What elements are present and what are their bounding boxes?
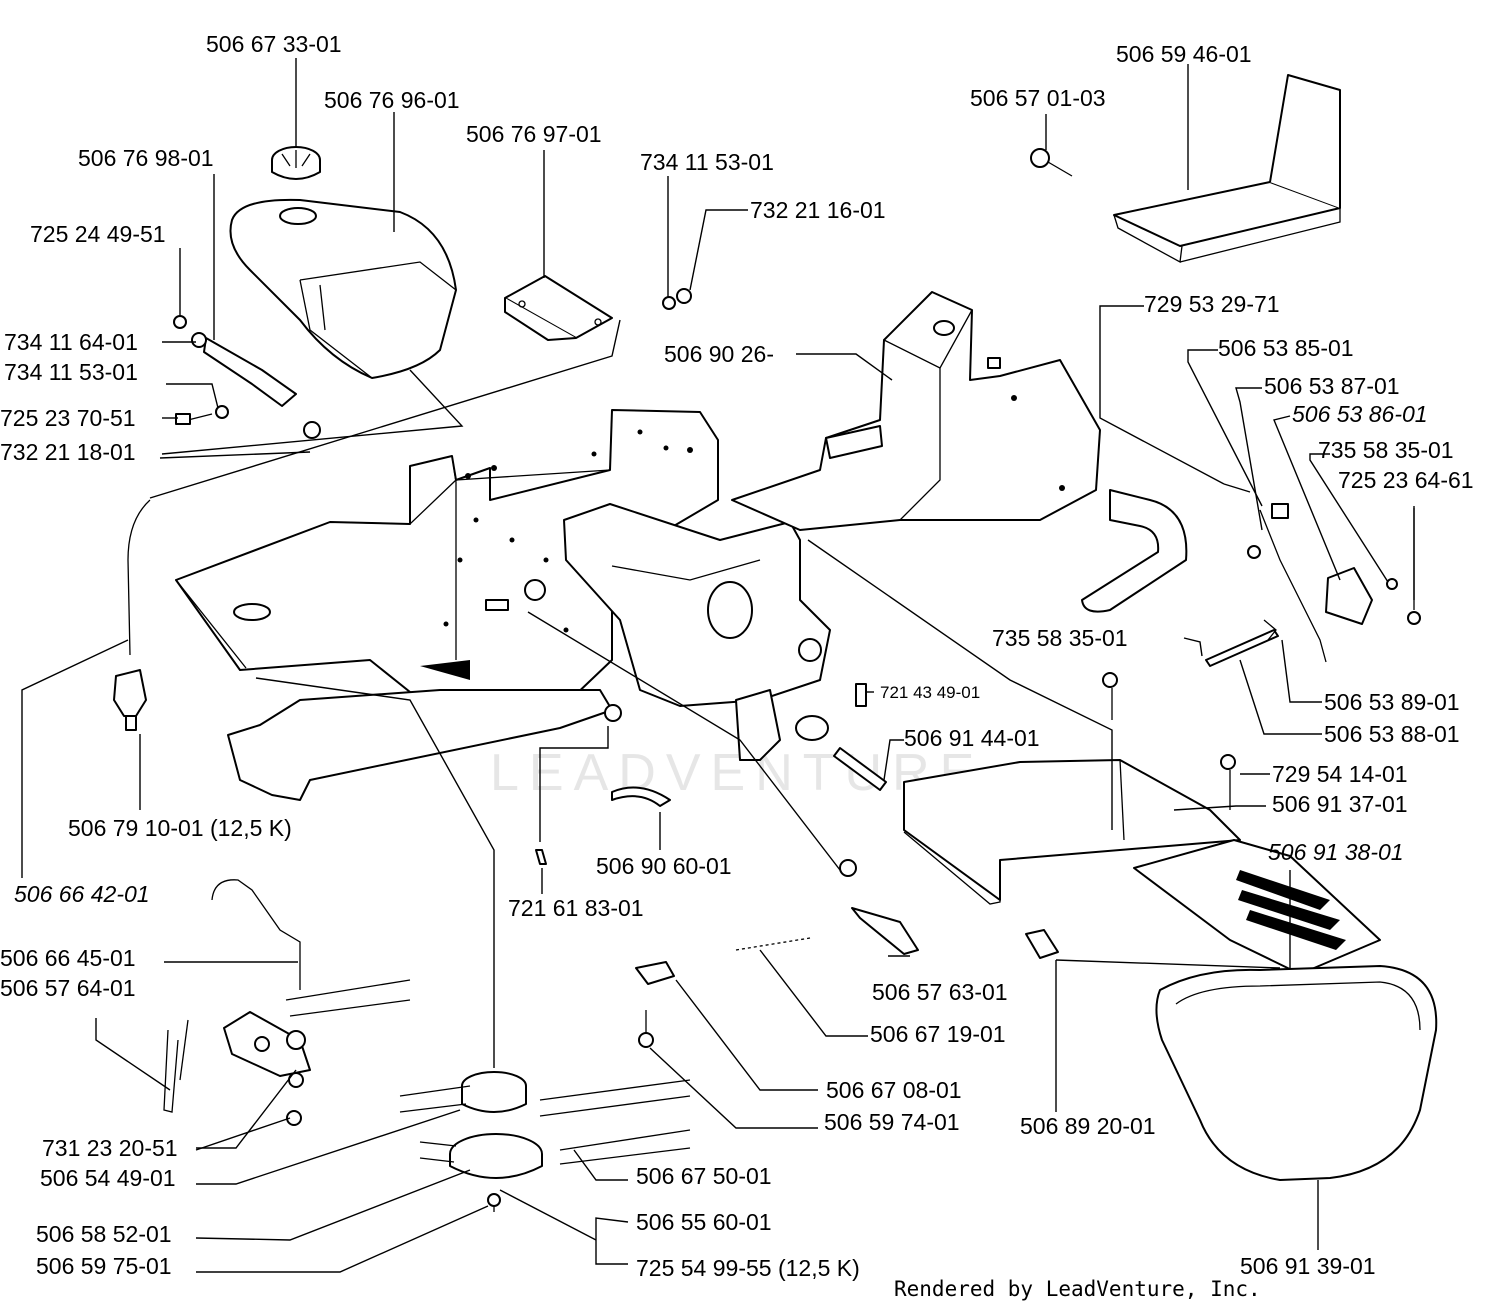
shroud-drawing — [839, 759, 1438, 1181]
fuel-line-drawing — [113, 499, 151, 731]
label-shroud: 506 91 37-01 — [1272, 791, 1408, 817]
label-belt-k: 725 54 99-55 (12,5 K) — [636, 1255, 860, 1281]
main-frame-drawing — [175, 409, 831, 801]
label-bolt-74: 506 59 74-01 — [824, 1109, 960, 1135]
label-fuel-filter: 506 79 10-01 (12,5 K) — [68, 815, 292, 841]
label-fuel-cap: 506 67 33-01 — [206, 31, 342, 57]
label-bracket-washer: 732 21 16-01 — [750, 197, 886, 223]
label-seat-pan: 506 59 46-01 — [1116, 41, 1252, 67]
label-seat-bolt: 506 57 01-03 — [970, 85, 1106, 111]
label-bracket-nut: 734 11 53-01 — [640, 149, 774, 175]
label-key-55-60: 506 55 60-01 — [636, 1209, 772, 1235]
label-lever-53-87: 506 53 87-01 — [1264, 373, 1400, 399]
label-screw-72954: 729 54 14-01 — [1272, 761, 1408, 787]
axle-pin-drawing — [535, 683, 887, 865]
label-pin-73558-b: 735 58 35-01 — [992, 625, 1128, 651]
label-spring-60: 506 90 60-01 — [596, 853, 732, 879]
label-frame: 506 90 26- — [664, 341, 774, 367]
label-nut-73123: 731 23 20-51 — [42, 1135, 178, 1161]
seat-pan-drawing — [1030, 74, 1341, 264]
label-pulley-52: 506 58 52-01 — [36, 1221, 172, 1247]
label-grille: 506 91 38-01 — [1268, 839, 1404, 865]
label-pin-73558-a: 735 58 35-01 — [1318, 437, 1454, 463]
tank-strap-drawing — [173, 315, 321, 439]
label-tank-bracket: 506 76 97-01 — [466, 121, 602, 147]
label-idler-arm: 506 57 64-01 — [0, 975, 136, 1001]
label-tension-rod: 506 66 45-01 — [0, 945, 136, 971]
label-screw-72524: 725 24 49-51 — [30, 221, 166, 247]
label-sleeve: 721 43 49-01 — [880, 683, 980, 702]
label-bolt-72523: 725 23 70-51 — [0, 405, 136, 431]
leader-lines — [21, 58, 1415, 1273]
label-tank-strap: 506 76 98-01 — [78, 145, 214, 171]
label-bolt-72523-64: 725 23 64-61 — [1338, 467, 1474, 493]
watermark-text: LEADVENTURE — [490, 744, 984, 802]
label-rod-72953: 729 53 29-71 — [1144, 291, 1280, 317]
label-plate-08: 506 67 08-01 — [826, 1077, 962, 1103]
label-idler-pulley: 506 54 49-01 — [40, 1165, 176, 1191]
label-nut-73411-53: 734 11 53-01 — [4, 359, 138, 385]
label-link-89: 506 53 89-01 — [1324, 689, 1460, 715]
fuel-tank-drawing — [229, 198, 457, 379]
label-nut-73411-64: 734 11 64-01 — [4, 329, 138, 355]
label-clip-89-20: 506 89 20-01 — [1020, 1113, 1156, 1139]
part-labels: 506 67 33-01 506 76 96-01 506 76 98-01 5… — [0, 31, 1474, 1301]
label-spring-19: 506 67 19-01 — [870, 1021, 1006, 1047]
credit-text: Rendered by LeadVenture, Inc. — [894, 1277, 1261, 1301]
label-bracket-63: 506 57 63-01 — [872, 979, 1008, 1005]
label-belt: 506 67 50-01 — [636, 1163, 772, 1189]
label-fuel-tank: 506 76 96-01 — [324, 87, 460, 113]
label-lever-53-86: 506 53 86-01 — [1292, 401, 1428, 427]
label-axle-pin: 506 91 44-01 — [904, 725, 1040, 751]
linkage-drawing — [1102, 483, 1421, 810]
tank-bracket-drawing — [504, 275, 692, 341]
label-fuel-line: 506 66 42-01 — [14, 881, 150, 907]
rear-frame-drawing — [731, 291, 1188, 613]
pulley-assembly-drawing — [163, 879, 691, 1212]
label-cotter-pin: 721 61 83-01 — [508, 895, 644, 921]
label-bolt-75: 506 59 75-01 — [36, 1253, 172, 1279]
fuel-cap-drawing — [271, 146, 321, 180]
label-link-88: 506 53 88-01 — [1324, 721, 1460, 747]
label-lever-53-85: 506 53 85-01 — [1218, 335, 1354, 361]
label-hood: 506 91 39-01 — [1240, 1253, 1376, 1279]
spring-assembly-drawing — [635, 907, 919, 1048]
label-washer-73221: 732 21 18-01 — [0, 439, 136, 465]
